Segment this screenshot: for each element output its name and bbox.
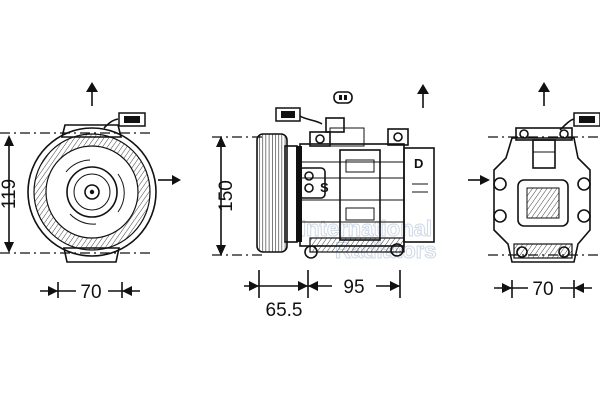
side-bottom-boss (309, 237, 405, 253)
rear-view: 70 (468, 82, 600, 300)
pulley-center-bolt (84, 184, 100, 200)
side-bottom-right-mount (390, 243, 404, 257)
rear-bottom-bracket (513, 243, 573, 259)
dimension-side-lengths: 95 65.5 (244, 270, 401, 321)
side-rear-head (403, 147, 435, 243)
dimension-left-height: 119 (0, 135, 20, 253)
rear-mount-tl (493, 177, 507, 191)
clutch-arc-3 (69, 213, 97, 225)
rear-mount-tr (577, 177, 591, 191)
dimension-side-height: 150 (216, 136, 237, 256)
rear-mount-br (577, 209, 591, 223)
rear-label-plate (526, 187, 560, 219)
front-connector-plug (124, 116, 140, 123)
suction-label: S (320, 180, 329, 195)
pulley-hub-ring (66, 166, 118, 218)
clutch-arc-1 (65, 159, 91, 173)
clutch-arc-2 (117, 173, 125, 213)
rear-top-port (532, 139, 556, 169)
dim-side-body-value: 95 (343, 277, 364, 298)
dim-left-height-value: 119 (0, 179, 20, 209)
rear-housing (493, 137, 591, 263)
dim-side-pulley-value: 65.5 (266, 300, 303, 321)
dimension-left-width: 70 (40, 282, 140, 303)
rear-wire (559, 118, 575, 131)
rear-mount-bl (493, 209, 507, 223)
rear-center-plate (517, 179, 569, 227)
side-top-connector-block (325, 117, 345, 133)
side-bottom-left-mount (304, 245, 318, 259)
front-view: 119 70 (0, 82, 181, 303)
dim-side-height-value: 150 (216, 180, 237, 212)
side-up-arrow (417, 84, 429, 108)
front-wire (103, 118, 119, 129)
dimension-right-width: 70 (494, 279, 592, 300)
side-wire (299, 115, 323, 125)
dim-right-width-value: 70 (532, 279, 553, 300)
side-view: S D 150 (212, 84, 435, 321)
pulley-hub-inner (73, 173, 111, 211)
rear-right-arrow (468, 175, 490, 185)
front-up-arrow (86, 82, 98, 106)
side-pulley-ribs (256, 133, 288, 253)
dim-left-width-value: 70 (80, 282, 101, 303)
pulley-center-dot (89, 189, 95, 195)
side-top-mount-right (387, 128, 409, 146)
side-small-plug (333, 91, 353, 104)
suction-port (298, 167, 326, 199)
rear-up-arrow (538, 82, 550, 106)
front-right-arrow (158, 175, 181, 185)
pulley-outer-rim (27, 127, 157, 257)
discharge-label: D (414, 156, 423, 171)
